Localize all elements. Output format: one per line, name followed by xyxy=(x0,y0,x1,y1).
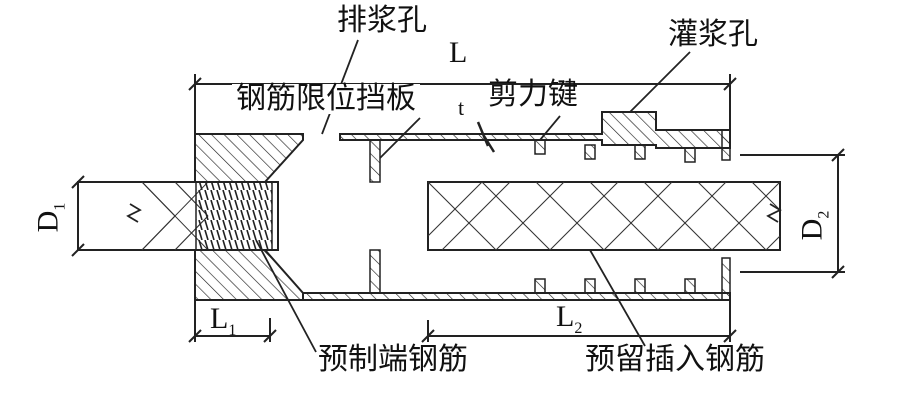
dim-L2 xyxy=(421,300,737,343)
exhaust-hole-label: 排浆孔 xyxy=(337,3,427,38)
sleeve-right-end-top xyxy=(721,129,731,161)
shear-key xyxy=(584,144,596,160)
leader-grout-hole xyxy=(629,51,691,113)
dim-L1 xyxy=(188,300,277,343)
shear-key xyxy=(684,278,696,294)
sleeve-right-end-bottom xyxy=(721,257,731,301)
rebar-stop-plate-top xyxy=(369,139,381,183)
length-L-label: L xyxy=(449,36,468,69)
shear-key xyxy=(684,147,696,163)
dim-D2-label: D2 xyxy=(795,210,833,241)
shear-key xyxy=(584,278,596,294)
dim-L1-label: L1 xyxy=(210,302,237,339)
leader-inserted-rebar xyxy=(589,249,646,347)
shear-key xyxy=(534,278,546,294)
grout-hole-label: 灌浆孔 xyxy=(668,17,758,52)
shear-key xyxy=(534,139,546,155)
dim-D1-label: D1 xyxy=(31,202,69,233)
leader-shear-key xyxy=(539,115,561,141)
rebar-stop-plate-label: 钢筋限位挡板 xyxy=(232,84,420,114)
shear-key-label: 剪力键 xyxy=(488,77,578,112)
sleeve-left-wall-top xyxy=(194,133,304,183)
inserted-rebar-label: 预留插入钢筋 xyxy=(585,342,765,377)
leader-stop-plate xyxy=(379,117,421,159)
rebar-stop-plate-bottom xyxy=(369,249,381,294)
shear-key xyxy=(634,144,646,160)
dim-t xyxy=(476,121,496,153)
wall-thickness-label: t xyxy=(458,95,465,120)
shear-key xyxy=(634,278,646,294)
dim-D1 xyxy=(71,175,85,257)
sleeve-bottom-wall xyxy=(302,292,731,301)
leader-precast-rebar xyxy=(255,239,317,353)
threaded-section xyxy=(195,181,273,251)
sleeve-left-wall-bottom xyxy=(194,249,304,301)
leader-lines xyxy=(255,39,691,353)
inserted-rebar-bar xyxy=(427,181,782,251)
shear-keys xyxy=(534,139,696,294)
dim-L2-label: L2 xyxy=(556,300,583,337)
dim-D2 xyxy=(740,148,845,279)
precast-rebar-label: 预制端钢筋 xyxy=(318,342,468,377)
